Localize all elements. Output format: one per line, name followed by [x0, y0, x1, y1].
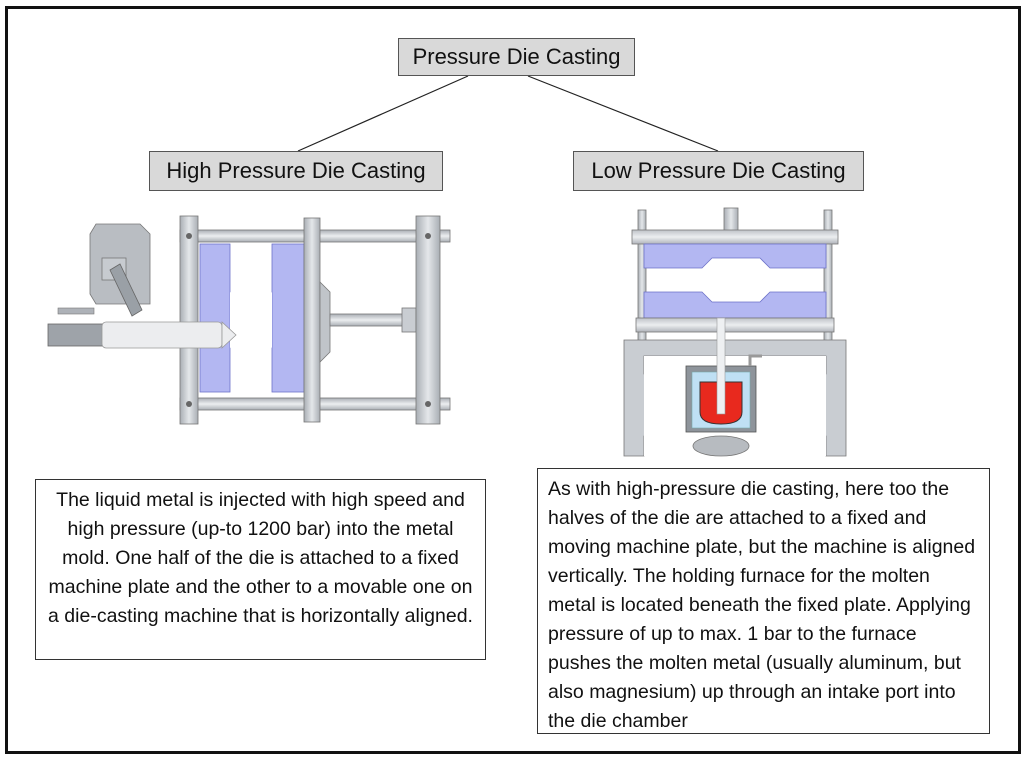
root-node: Pressure Die Casting — [398, 38, 635, 76]
low-pressure-node: Low Pressure Die Casting — [573, 151, 864, 191]
connector-root-to-high — [297, 75, 469, 152]
high-pressure-machine-illustration — [47, 215, 451, 425]
low-pressure-description: As with high-pressure die casting, here … — [537, 468, 990, 734]
high-pressure-description: The liquid metal is injected with high s… — [35, 479, 486, 660]
low-pressure-machine-illustration — [623, 207, 847, 457]
high-pressure-node: High Pressure Die Casting — [149, 151, 443, 191]
connector-root-to-low — [527, 75, 719, 152]
